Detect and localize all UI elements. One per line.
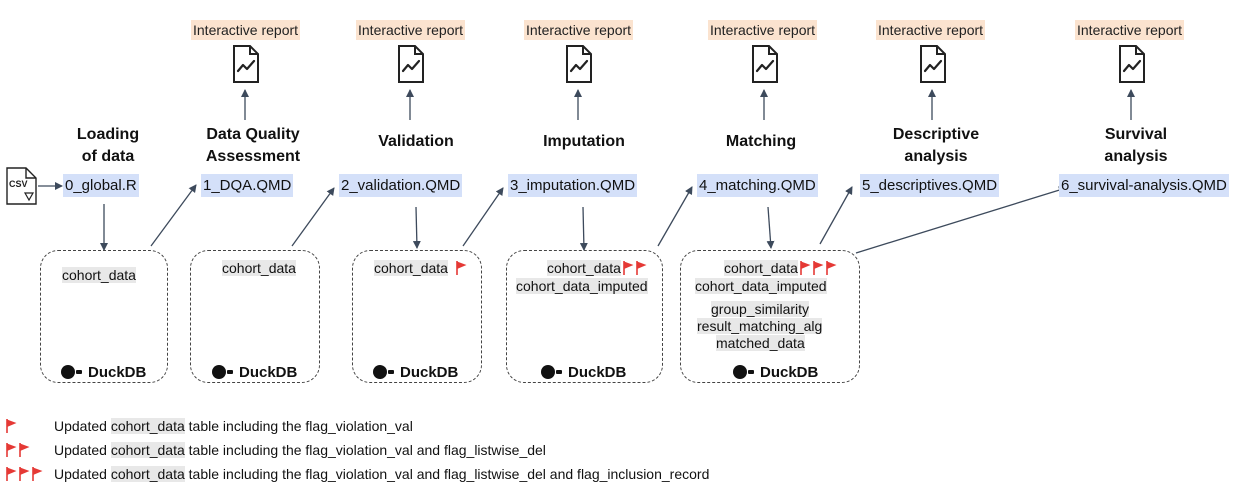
file-2-validation[interactable]: 2_validation.QMD	[339, 174, 463, 197]
duckdb-box-1	[40, 250, 168, 383]
red-flag-icon	[800, 261, 811, 275]
arrow-db2-to-validation	[291, 187, 335, 247]
red-flag-icon	[826, 261, 837, 275]
file-6-survival[interactable]: 6_survival-analysis.QMD	[1059, 174, 1229, 197]
interactive-report-label-3: Interactive report	[524, 20, 634, 40]
table-cohort-data: cohort_data	[222, 260, 296, 276]
red-flag-icon	[19, 467, 30, 481]
stage-title-matching: Matching	[725, 133, 797, 150]
red-flag-icon	[636, 261, 647, 275]
file-5-descriptives[interactable]: 5_descriptives.QMD	[860, 174, 1000, 197]
interactive-report-label-4: Interactive report	[708, 20, 818, 40]
red-flag-icon	[6, 467, 17, 481]
table-group-similarity: group_similarity	[711, 301, 810, 317]
red-flag-icon	[813, 261, 824, 275]
line-chart-document-icon[interactable]	[1111, 44, 1151, 84]
duckdb-box-4	[506, 250, 663, 383]
csv-icon-text: CSV	[9, 179, 28, 189]
arrow-db1-to-dqa	[150, 184, 197, 247]
duckdb-logo-2: DuckDB	[212, 362, 297, 382]
interactive-report-label-1: Interactive report	[191, 20, 301, 40]
table-cohort-data: cohort_data	[547, 260, 647, 277]
table-cohort-data: cohort_data	[62, 267, 136, 283]
red-flag-icon	[32, 467, 43, 481]
duckdb-icon	[373, 365, 387, 379]
csv-file-icon: CSV	[6, 167, 38, 205]
duckdb-box-2	[190, 250, 320, 383]
line-chart-document-icon[interactable]	[744, 44, 784, 84]
arrow-imputation-to-db4	[579, 206, 588, 251]
stage-title-validation: Validation	[378, 133, 454, 150]
line-chart-document-icon[interactable]	[390, 44, 430, 84]
file-3-imputation[interactable]: 3_imputation.QMD	[508, 174, 638, 197]
duckdb-logo-3: DuckDB	[373, 362, 458, 382]
red-flag-icon	[6, 419, 17, 433]
table-cohort-data-imputed: cohort_data_imputed	[516, 278, 648, 294]
line-chart-document-icon[interactable]	[558, 44, 598, 84]
arrow-db5-to-descriptives	[819, 186, 853, 245]
legend-row-2: Updated cohort_data table including the …	[4, 440, 546, 460]
red-flag-icon	[6, 443, 17, 457]
file-0-global[interactable]: 0_global.R	[63, 174, 139, 197]
interactive-report-label-5: Interactive report	[876, 20, 986, 40]
duckdb-icon	[541, 365, 555, 379]
red-flag-icon	[456, 261, 467, 275]
arrow-db4-to-matching	[657, 186, 693, 247]
duckdb-icon	[733, 365, 747, 379]
table-cohort-data-imputed: cohort_data_imputed	[695, 278, 827, 294]
file-1-dqa[interactable]: 1_DQA.QMD	[201, 174, 294, 197]
interactive-report-label-6: Interactive report	[1075, 20, 1185, 40]
duckdb-box-3	[352, 250, 482, 383]
arrow-db3-to-imputation	[462, 187, 504, 247]
red-flag-icon	[19, 443, 30, 457]
duckdb-logo-1: DuckDB	[61, 362, 146, 382]
arrow-db5-to-survival	[855, 186, 1067, 254]
table-matched-data: matched_data	[716, 335, 805, 351]
line-chart-document-icon[interactable]	[912, 44, 952, 84]
arrow-matching-to-db5	[766, 206, 775, 249]
file-4-matching[interactable]: 4_matching.QMD	[697, 174, 818, 197]
table-cohort-data: cohort_data	[724, 260, 837, 277]
stage-title-imputation: Imputation	[543, 133, 625, 150]
interactive-report-label-2: Interactive report	[356, 20, 466, 40]
duckdb-logo-5: DuckDB	[733, 362, 818, 382]
duckdb-icon	[61, 365, 75, 379]
arrow-validation-to-db3	[412, 206, 421, 249]
table-cohort-data: cohort_data	[374, 260, 467, 277]
line-chart-document-icon[interactable]	[225, 44, 265, 84]
duckdb-box-5	[680, 250, 860, 383]
red-flag-icon	[623, 261, 634, 275]
duckdb-logo-4: DuckDB	[541, 362, 626, 382]
legend-row-1: Updated cohort_data table including the …	[4, 416, 413, 436]
table-result-matching-alg: result_matching_alg	[697, 318, 823, 334]
duckdb-icon	[212, 365, 226, 379]
legend-row-3: Updated cohort_data table including the …	[4, 464, 709, 484]
